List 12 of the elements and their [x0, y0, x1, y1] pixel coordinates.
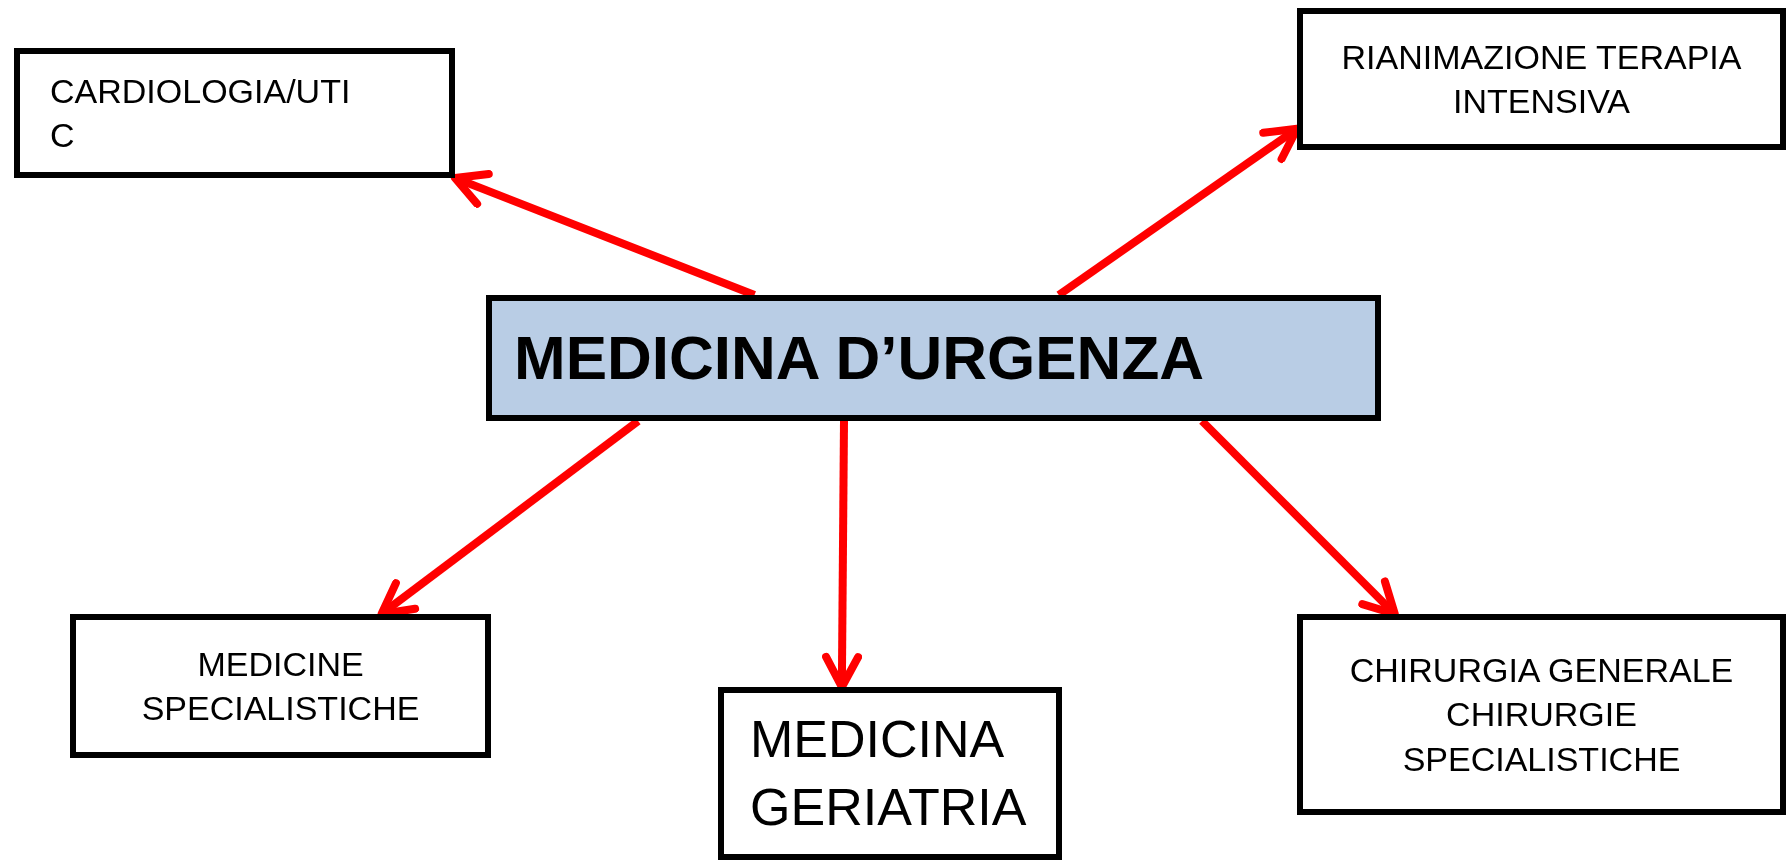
- box-label: RIANIMAZIONE TERAPIA INTENSIVA: [1341, 36, 1742, 122]
- box-label: CHIRURGIA GENERALE CHIRURGIE SPECIALISTICHE: [1348, 650, 1735, 780]
- department-box: [14, 48, 455, 178]
- department-box: [70, 614, 491, 758]
- box-label: MEDICINE SPECIALISTICHE: [140, 643, 421, 729]
- department-box: [1297, 614, 1786, 815]
- box-label: CARDIOLOGIA/UTI C: [50, 70, 352, 156]
- department-box: [718, 687, 1062, 860]
- box-label: MEDICINA D’URGENZA: [514, 321, 1205, 394]
- title-box: [486, 295, 1381, 421]
- department-box: [1297, 8, 1786, 150]
- box-label: MEDICINA GERIATRIA: [750, 708, 1028, 838]
